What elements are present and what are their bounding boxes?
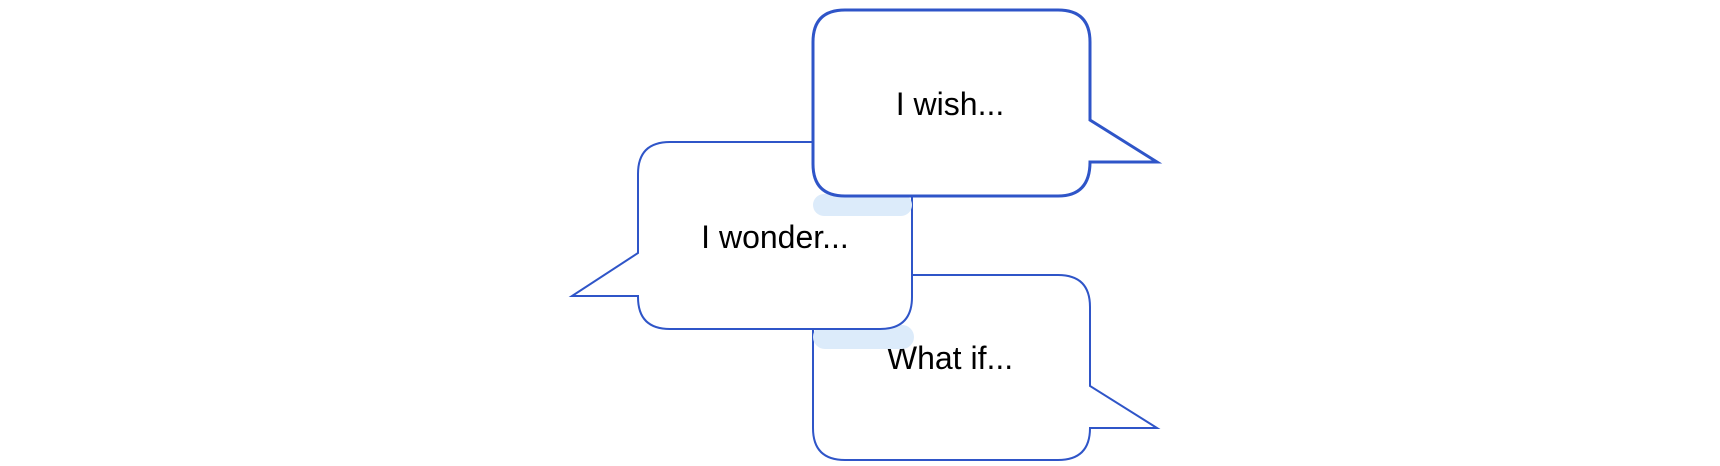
- wonder-bubble-shadow: [813, 325, 914, 349]
- wish-bubble-shadow: [813, 194, 912, 216]
- wish-bubble: I wish...: [811, 8, 1163, 198]
- wish-text: I wish...: [896, 86, 1004, 122]
- wish-bubble-shape: [811, 8, 1163, 198]
- wonder-text: I wonder...: [701, 219, 849, 255]
